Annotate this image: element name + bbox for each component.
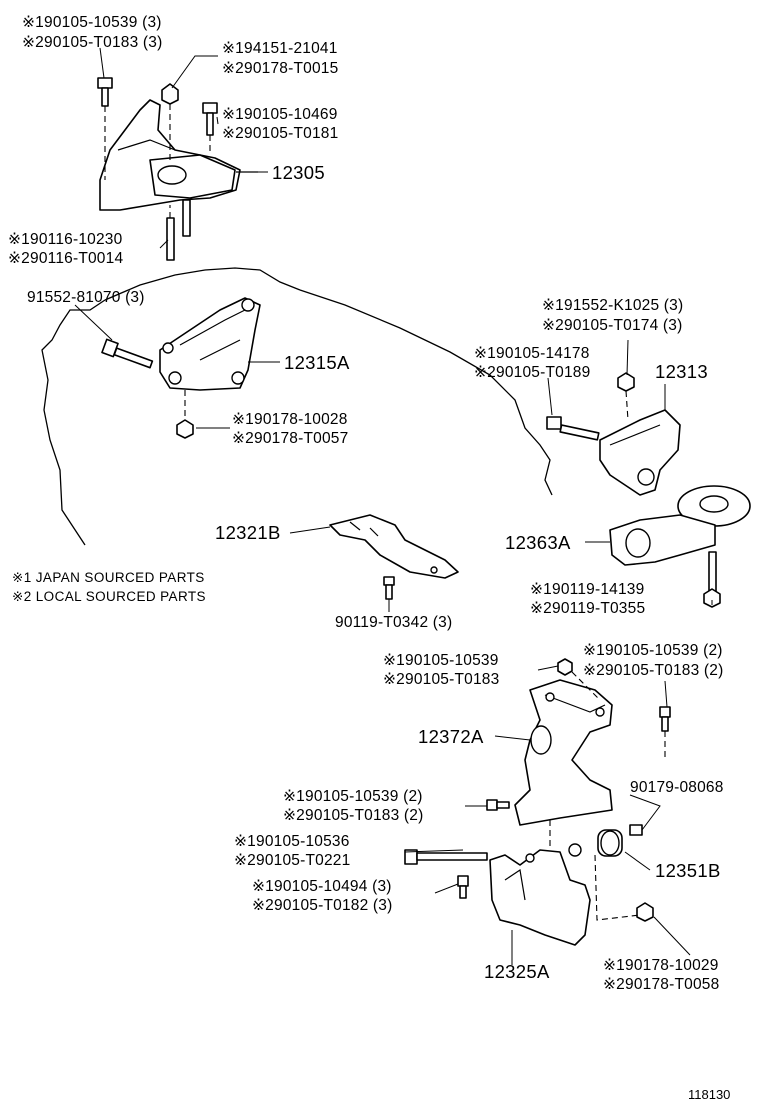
pn-12325A-bolt-b-line1: ※190105-10494 (3) bbox=[252, 878, 392, 895]
mount-12363A-drawing bbox=[609, 485, 751, 608]
pn-12372A-bolt-b-line2: ※290105-T0183 (2) bbox=[583, 662, 723, 679]
figure-number: 118130 bbox=[688, 1087, 730, 1102]
pn-12305-bolt-a-line1: ※190105-10539 (3) bbox=[22, 14, 162, 31]
pn-12351B-bolt: 90179-08068 bbox=[630, 779, 724, 796]
pn-12315A-nut-line2: ※290178-T0057 bbox=[232, 430, 348, 447]
bracket-12372A-drawing bbox=[486, 658, 671, 826]
engine-outline bbox=[41, 267, 553, 546]
pn-12372A-bolt-a-line1: ※190105-10539 bbox=[383, 652, 499, 669]
pn-12313-bolt-a-line1: ※191552-K1025 (3) bbox=[542, 297, 683, 314]
mount-12305-drawing bbox=[97, 77, 258, 261]
bracket-12325A-drawing bbox=[404, 820, 641, 946]
pn-12363A-bolt-line2: ※290119-T0355 bbox=[530, 600, 645, 617]
pn-12372A-bolt-a-line2: ※290105-T0183 bbox=[383, 671, 499, 688]
pn-12313-bolt-b-line1: ※190105-14178 bbox=[474, 345, 590, 362]
pn-12325A-bolt-a-line2: ※290105-T0221 bbox=[234, 852, 350, 869]
bracket-12321B-drawing bbox=[329, 514, 459, 600]
pn-12321B-bolt: 90119-T0342 (3) bbox=[335, 614, 452, 631]
mount-12313-drawing bbox=[546, 372, 681, 496]
leader-lines bbox=[74, 47, 713, 965]
pn-12363A-bolt-line1: ※190119-14139 bbox=[530, 581, 644, 598]
pn-12305-stud-line1: ※190116-10230 bbox=[8, 231, 123, 248]
pn-12305-bolt-b-line1: ※190105-10469 bbox=[222, 106, 338, 123]
callout-12372A: 12372A bbox=[418, 726, 484, 747]
callout-12305: 12305 bbox=[272, 162, 325, 183]
callout-12315A: 12315A bbox=[284, 352, 350, 373]
pn-12305-nut-a-line1: ※194151-21041 bbox=[222, 40, 338, 57]
pn-12315A-bolt: 91552-81070 (3) bbox=[27, 289, 145, 306]
legend-japan-sourced: ※1 JAPAN SOURCED PARTS bbox=[12, 570, 205, 585]
pn-12325A-bolt-a-line1: ※190105-10536 bbox=[234, 833, 350, 850]
pn-12325A-bolt-b-line2: ※290105-T0182 (3) bbox=[252, 897, 392, 914]
bracket-12315A-drawing bbox=[101, 297, 261, 439]
bushing-12351B-drawing bbox=[597, 824, 654, 922]
callout-12313: 12313 bbox=[655, 361, 708, 382]
pn-12305-bolt-a-line2: ※290105-T0183 (3) bbox=[22, 34, 162, 51]
pn-12372A-bolt-c-line2: ※290105-T0183 (2) bbox=[283, 807, 423, 824]
pn-12315A-nut-line1: ※190178-10028 bbox=[232, 411, 348, 428]
callout-12351B: 12351B bbox=[655, 860, 721, 881]
callout-12321B: 12321B bbox=[215, 522, 281, 543]
pn-12372A-bolt-b-line1: ※190105-10539 (2) bbox=[583, 642, 723, 659]
pn-12305-bolt-b-line2: ※290105-T0181 bbox=[222, 125, 338, 142]
pn-12372A-bolt-c-line1: ※190105-10539 (2) bbox=[283, 788, 423, 805]
callout-12363A: 12363A bbox=[505, 532, 571, 553]
pn-12313-bolt-b-line2: ※290105-T0189 bbox=[474, 364, 590, 381]
legend-local-sourced: ※2 LOCAL SOURCED PARTS bbox=[12, 589, 206, 604]
pn-12305-stud-line2: ※290116-T0014 bbox=[8, 250, 123, 267]
callout-12325A: 12325A bbox=[484, 961, 550, 982]
pn-12313-bolt-a-line2: ※290105-T0174 (3) bbox=[542, 317, 682, 334]
pn-12351B-nut-line1: ※190178-10029 bbox=[603, 957, 719, 974]
pn-12351B-nut-line2: ※290178-T0058 bbox=[603, 976, 719, 993]
pn-12305-nut-a-line2: ※290178-T0015 bbox=[222, 60, 338, 77]
